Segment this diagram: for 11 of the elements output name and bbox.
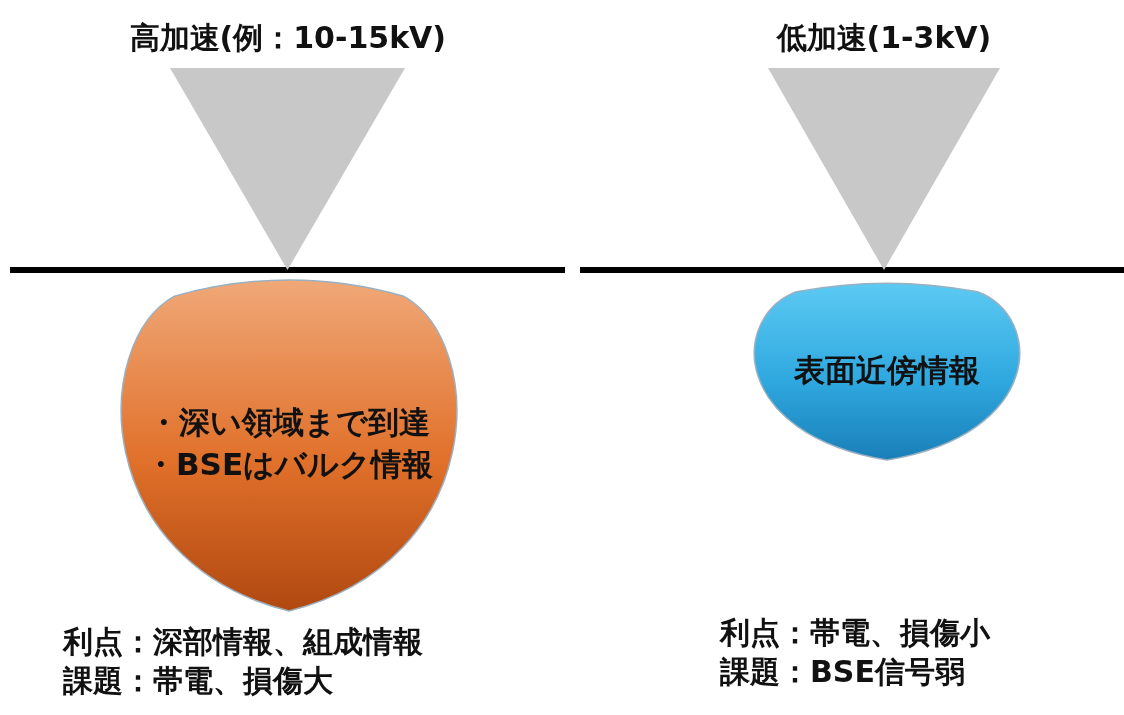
volume-text: ・BSEはバルク情報: [144, 445, 434, 484]
note-text: 利点：帯電、損傷小: [720, 614, 990, 652]
beam-triangle: [170, 68, 405, 270]
volume-text: 表面近傍情報: [794, 351, 980, 391]
voltage-title: 高加速(例：10-15kV): [129, 19, 447, 57]
voltage-title: 低加速(1-3kV): [776, 19, 992, 57]
volume-text: ・深い領域まで到達: [148, 403, 430, 443]
note-text: 課題：帯電、損傷大: [63, 662, 333, 700]
beam-triangle: [768, 68, 1000, 270]
note-text: 利点：深部情報、組成情報: [63, 623, 423, 661]
note-text: 課題：BSE信号弱: [720, 653, 965, 691]
